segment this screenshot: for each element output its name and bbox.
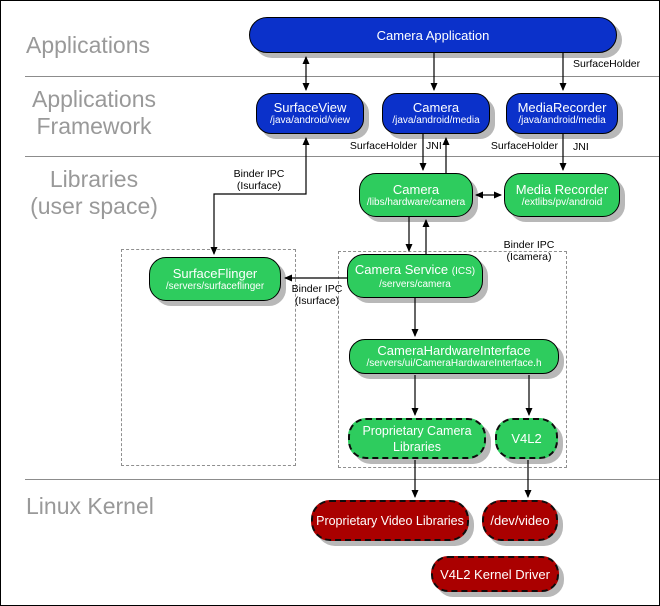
node-proprietary-camera-libraries: Proprietary Camera Libraries xyxy=(348,418,486,459)
layer-label-linux-kernel: Linux Kernel xyxy=(26,493,154,519)
binder-ipc-line2: (Isurface) xyxy=(294,295,340,307)
node-title: Media Recorder xyxy=(515,181,609,197)
node-camera-lib: Camera /libs/hardware/camera xyxy=(359,173,473,217)
layer-label-libraries-line1: Libraries xyxy=(49,166,139,192)
node-mediarecorder-java: MediaRecorder /java/android/media xyxy=(506,93,618,134)
node-surfaceview: SurfaceView /java/android/view xyxy=(256,93,364,134)
node-media-recorder-lib: Media Recorder /extlibs/pv/android xyxy=(504,173,620,217)
layer-label-libraries-line2: (user space) xyxy=(30,193,158,219)
node-title: Proprietary Video Libraries xyxy=(316,513,464,528)
node-camera-application: Camera Application xyxy=(249,17,617,53)
binder-ipc-line1: Binder IPC xyxy=(503,239,555,251)
binder-ipc-line1: Binder IPC xyxy=(291,283,343,295)
node-title: CameraHardwareInterface xyxy=(377,343,531,358)
node-subtitle: /extlibs/pv/android xyxy=(521,196,603,208)
label-surfaceholder-top: SurfaceHolder xyxy=(573,58,641,70)
layer-label-libraries: Libraries (user space) xyxy=(19,166,169,220)
node-proprietary-video-libraries: Proprietary Video Libraries xyxy=(311,500,469,541)
node-surfaceflinger: SurfaceFlinger /servers/surfaceflinger xyxy=(149,257,281,301)
node-title: MediaRecorder xyxy=(517,100,607,115)
binder-ipc-line2: (Icamera) xyxy=(506,251,552,263)
layer-label-framework-line1: Applications xyxy=(31,86,157,112)
divider-applications-framework xyxy=(25,76,659,77)
node-title: V4L2 xyxy=(511,431,542,446)
label-jni-mediarecorder: JNI xyxy=(573,141,589,153)
node-dev-video: /dev/video xyxy=(482,500,558,541)
surfaceflinger-process-group xyxy=(121,249,296,466)
label-binder-ipc-icamera: Binder IPC (Icamera) xyxy=(497,239,561,263)
node-subtitle: /java/android/view xyxy=(269,115,351,126)
node-camera-java: Camera /java/android/media xyxy=(382,93,490,134)
node-title: Camera xyxy=(392,181,440,197)
divider-libraries-kernel xyxy=(25,479,659,480)
node-title: Proprietary Camera Libraries xyxy=(362,423,472,454)
node-v4l2-kernel-driver: V4L2 Kernel Driver xyxy=(431,556,559,592)
label-binder-ipc-isurface-mid: Binder IPC (Isurface) xyxy=(285,283,349,307)
node-title: SurfaceView xyxy=(273,100,347,115)
node-v4l2: V4L2 xyxy=(495,418,558,459)
layer-label-applications-framework: Applications Framework xyxy=(23,86,165,140)
node-subtitle: /java/android/media xyxy=(392,115,480,126)
label-binder-ipc-isurface-top: Binder IPC (Isurface) xyxy=(219,168,299,192)
node-title: Camera xyxy=(412,100,460,115)
node-title: Camera Service (ICS) xyxy=(348,262,482,279)
divider-framework-libraries xyxy=(25,156,659,157)
binder-ipc-line2: (Isurface) xyxy=(236,180,282,192)
node-title: SurfaceFlinger xyxy=(172,265,258,281)
label-surfaceholder-mediarecorder: SurfaceHolder xyxy=(490,140,558,152)
binder-ipc-line1: Binder IPC xyxy=(233,168,285,180)
node-camera-hardware-interface: CameraHardwareInterface /servers/ui/Came… xyxy=(349,339,559,374)
node-subtitle: /libs/hardware/camera xyxy=(366,196,466,208)
layer-label-applications: Applications xyxy=(26,32,151,58)
node-subtitle: /servers/surfaceflinger xyxy=(165,280,265,292)
camera-service-title: Camera Service xyxy=(354,261,449,277)
node-subtitle: /servers/camera xyxy=(379,278,451,290)
label-surfaceholder-camera: SurfaceHolder xyxy=(349,140,417,152)
node-subtitle: /java/android/media xyxy=(518,115,606,126)
layer-label-framework-line2: Framework xyxy=(36,113,152,139)
node-camera-service: Camera Service (ICS) /servers/camera xyxy=(347,254,483,298)
camera-service-process-group xyxy=(338,251,567,468)
node-title: V4L2 Kernel Driver xyxy=(440,566,550,582)
label-jni-camera: JNI xyxy=(426,140,442,152)
camera-service-title-suffix: (ICS) xyxy=(451,265,476,277)
node-subtitle: /servers/ui/CameraHardwareInterface.h xyxy=(366,358,542,369)
node-title: Camera Application xyxy=(376,27,490,43)
node-title: /dev/video xyxy=(490,513,550,528)
